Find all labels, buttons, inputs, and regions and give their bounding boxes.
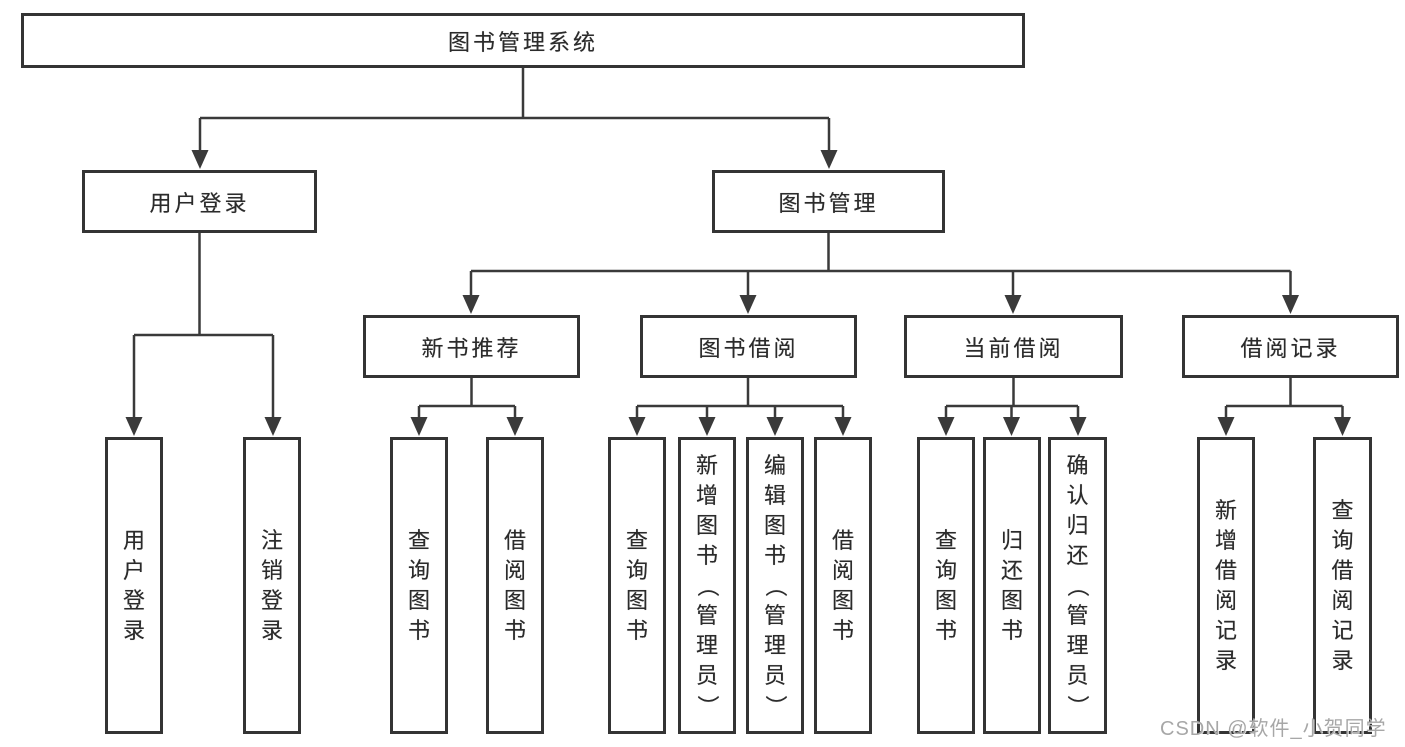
leaf-br-query-record-label: 查询借阅记录: [1331, 497, 1354, 673]
node-user-login-label: 用户登录: [149, 190, 250, 216]
leaf-user-login-label: 用户登录: [122, 527, 145, 643]
node-borrow-records-label: 借阅记录: [1240, 335, 1341, 361]
node-borrow-records: 借阅记录: [1182, 315, 1399, 378]
leaf-logout-label: 注销登录: [260, 527, 283, 643]
leaf-cb-confirm-return-admin-label: 确认归还（管理员）: [1065, 452, 1091, 717]
leaf-cb-return-books-label: 归还图书: [1000, 527, 1023, 643]
node-root-label: 图书管理系统: [447, 29, 598, 55]
node-current-borrow: 当前借阅: [904, 315, 1123, 378]
node-root: 图书管理系统: [21, 13, 1025, 68]
leaf-bb-query-books-label: 查询图书: [625, 527, 648, 643]
node-current-borrow-label: 当前借阅: [963, 335, 1064, 361]
leaf-nbr-borrow-books-label: 借阅图书: [503, 527, 526, 643]
leaf-nbr-borrow-books: 借阅图书: [486, 437, 544, 734]
leaf-cb-query-books: 查询图书: [917, 437, 975, 734]
leaf-bb-add-books-admin-label: 新增图书（管理员）: [694, 452, 720, 717]
leaf-br-add-record: 新增借阅记录: [1197, 437, 1255, 734]
leaf-bb-borrow-books-label: 借阅图书: [831, 527, 854, 643]
leaf-cb-return-books: 归还图书: [983, 437, 1041, 734]
leaf-bb-edit-books-admin: 编辑图书（管理员）: [746, 437, 804, 734]
node-new-book-recommend: 新书推荐: [363, 315, 580, 378]
csdn-watermark: CSDN @软件_小贺同学: [1160, 718, 1387, 740]
arrowheads: [125, 150, 1351, 436]
node-book-borrow-label: 图书借阅: [698, 335, 799, 361]
leaf-cb-query-books-label: 查询图书: [934, 527, 957, 643]
leaf-bb-query-books: 查询图书: [608, 437, 666, 734]
leaf-bb-add-books-admin: 新增图书（管理员）: [678, 437, 736, 734]
leaf-nbr-query-books-label: 查询图书: [407, 527, 430, 643]
leaf-br-query-record: 查询借阅记录: [1313, 437, 1372, 734]
node-book-management: 图书管理: [712, 170, 945, 233]
node-user-login: 用户登录: [82, 170, 317, 233]
leaf-bb-edit-books-admin-label: 编辑图书（管理员）: [762, 452, 788, 717]
leaf-cb-confirm-return-admin: 确认归还（管理员）: [1048, 437, 1107, 734]
leaf-nbr-query-books: 查询图书: [390, 437, 448, 734]
leaf-logout: 注销登录: [243, 437, 301, 734]
leaf-bb-borrow-books: 借阅图书: [814, 437, 872, 734]
node-book-management-label: 图书管理: [778, 190, 879, 216]
leaf-user-login: 用户登录: [105, 437, 163, 734]
node-book-borrow: 图书借阅: [640, 315, 857, 378]
leaf-br-add-record-label: 新增借阅记录: [1214, 497, 1237, 673]
node-new-book-recommend-label: 新书推荐: [421, 335, 522, 361]
